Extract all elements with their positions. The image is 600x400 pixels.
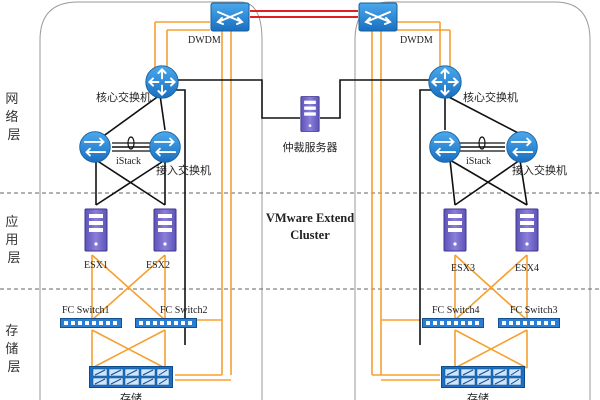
- layer-dividers: [0, 192, 600, 290]
- fc-switch3-label: FC Switch3: [510, 305, 558, 316]
- fc-switch1-icon: [60, 318, 122, 328]
- left-site-border: [39, 1, 263, 400]
- right-core-router-icon: [427, 64, 463, 100]
- right-access-switch-2-icon: [505, 130, 539, 164]
- cluster-title-line1: VMware Extend: [266, 211, 354, 225]
- eth-link: [175, 89, 186, 345]
- left-access-switch-label: 接入交换机: [156, 163, 211, 177]
- layer-char-3: 层: [7, 360, 20, 375]
- eth-link: [444, 94, 523, 136]
- ethernet-links: [95, 79, 528, 345]
- layer-char-1: 存: [5, 324, 18, 339]
- layer-char-3: 层: [7, 251, 20, 266]
- fc-switch4-icon: [422, 318, 484, 328]
- istack-links: [112, 136, 505, 152]
- fc-switch1-label: FC Switch1: [62, 305, 110, 316]
- fc-switch2-icon: [135, 318, 197, 328]
- fc-switch3-icon: [498, 318, 560, 328]
- arbiter-server-label: 仲裁服务器: [283, 140, 338, 154]
- layer-char-1: 应: [5, 214, 18, 230]
- eth-link: [419, 89, 435, 345]
- right-site-border: [354, 1, 591, 400]
- right-storage-label: 存储: [467, 391, 489, 400]
- eth-link: [320, 79, 435, 119]
- right-dwdm-label: DWDM: [400, 35, 433, 46]
- eth-link: [449, 159, 456, 206]
- layer-char-2: 用: [5, 233, 18, 248]
- left-dwdm-icon: [210, 2, 250, 32]
- dwdm-inter-site-link: [250, 10, 358, 18]
- left-storage-label: 存储: [120, 391, 142, 400]
- layer-char-1: 网: [5, 92, 18, 107]
- esx4-label: ESX4: [515, 263, 539, 274]
- left-storage-array-icon: [88, 366, 174, 388]
- site-boundaries: [39, 1, 591, 400]
- fc-link: [91, 254, 166, 321]
- esx1-label: ESX1: [84, 260, 108, 271]
- fc-switch4-label: FC Switch4: [432, 305, 480, 316]
- left-istack-label: iStack: [116, 156, 141, 167]
- layer-label-network: 网 络 层: [5, 92, 22, 143]
- eth-link: [95, 159, 166, 206]
- esx4-server-icon: [515, 208, 539, 252]
- fc-links: [91, 21, 528, 381]
- esx1-server-icon: [84, 208, 108, 252]
- right-access-switch-label: 接入交换机: [512, 163, 567, 177]
- fc-switch2-label: FC Switch2: [160, 305, 208, 316]
- arbiter-server-icon: [300, 96, 320, 132]
- layer-char-2: 络: [5, 109, 18, 125]
- right-core-switch-label: 核心交换机: [463, 90, 518, 104]
- esx3-server-icon: [443, 208, 467, 252]
- fc-link: [454, 329, 528, 369]
- esx2-label: ESX2: [146, 260, 170, 271]
- eth-link: [159, 94, 166, 131]
- esx2-server-icon: [153, 208, 177, 252]
- esx3-label: ESX3: [451, 263, 475, 274]
- eth-link: [97, 94, 161, 141]
- left-access-switch-1-icon: [78, 130, 112, 164]
- right-dwdm-icon: [358, 2, 398, 32]
- right-access-switch-1-icon: [428, 130, 462, 164]
- istack-loop: [127, 136, 135, 150]
- left-dwdm-label: DWDM: [188, 35, 221, 46]
- fc-link: [454, 254, 528, 321]
- left-access-switch-2-icon: [148, 130, 182, 164]
- layer-label-application: 应 用 层: [5, 214, 22, 266]
- cluster-title-line2: Cluster: [290, 228, 330, 242]
- layer-label-storage: 存 储 层: [5, 324, 22, 375]
- left-core-switch-label: 核心交换机: [96, 90, 151, 104]
- eth-link: [175, 79, 300, 119]
- layer-char-3: 层: [7, 128, 20, 143]
- istack-loop: [478, 136, 486, 150]
- eth-link: [519, 159, 528, 206]
- right-istack-label: iStack: [466, 156, 491, 167]
- eth-link: [454, 159, 521, 206]
- fc-link: [91, 329, 166, 369]
- layer-char-2: 储: [5, 342, 18, 357]
- right-storage-array-icon: [440, 366, 526, 388]
